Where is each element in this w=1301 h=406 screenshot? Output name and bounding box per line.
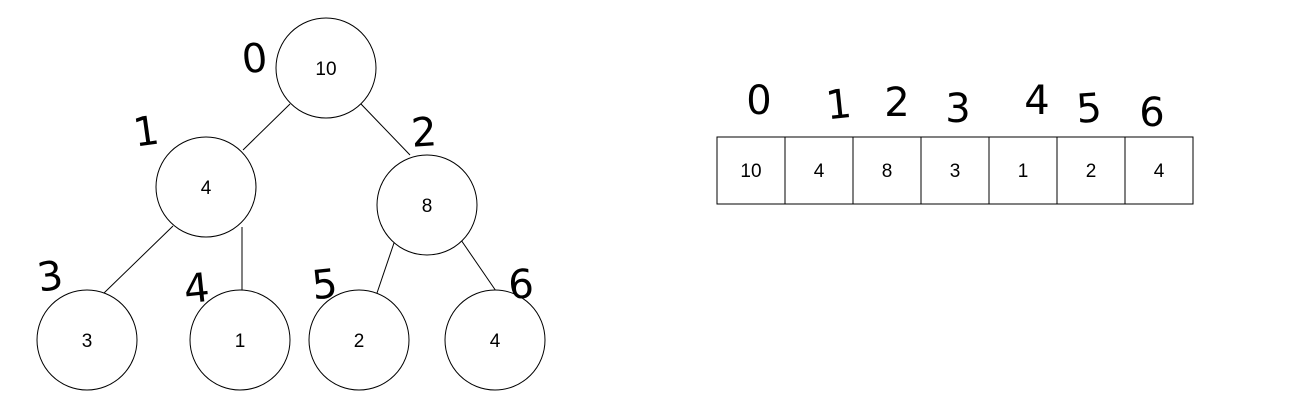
tree-index-labels: 0 1 2 3 4 5 6 — [34, 35, 535, 313]
tree-index-2: 2 — [410, 109, 439, 157]
array-cell-box — [988, 136, 1058, 205]
array-cell-1: 4 — [784, 136, 854, 205]
edge-0-1 — [242, 103, 291, 151]
tree-node-6: 4 — [444, 289, 546, 391]
node-value: 1 — [235, 331, 246, 352]
array-index-4: 4 — [1024, 78, 1049, 124]
node-circle — [189, 289, 291, 391]
edge-0-2 — [360, 103, 411, 156]
array-cell-2: 8 — [852, 136, 922, 205]
array-cell-value: 10 — [740, 161, 761, 182]
array-cell-box — [1056, 136, 1126, 205]
array-cell-box — [852, 136, 922, 205]
tree-node-1: 4 — [155, 136, 257, 238]
array-cell-value: 4 — [1154, 161, 1165, 182]
array-index-6: 6 — [1139, 90, 1164, 136]
tree-index-4: 4 — [182, 265, 212, 313]
array-index-0: 0 — [746, 78, 771, 124]
tree-index-1: 1 — [130, 108, 162, 157]
array-cell-value: 1 — [1018, 161, 1029, 182]
tree-node-3: 3 — [36, 289, 138, 391]
tree-node-5: 2 — [308, 289, 410, 391]
array-cell-box — [920, 136, 990, 205]
tree-node-4: 1 — [189, 289, 291, 391]
tree-node-2: 8 — [376, 154, 478, 256]
array-cell-box — [716, 136, 786, 205]
node-value: 4 — [201, 178, 212, 199]
array-cell-4: 1 — [988, 136, 1058, 205]
tree-index-6: 6 — [507, 261, 536, 309]
node-value: 8 — [422, 196, 433, 217]
node-circle — [155, 136, 257, 238]
array-cell-6: 4 — [1124, 136, 1194, 205]
array-cell-box — [1124, 136, 1194, 205]
array-cell-0: 10 — [716, 136, 786, 205]
array-index-labels: 0 1 2 3 4 5 6 — [746, 78, 1164, 136]
node-value: 10 — [315, 59, 336, 80]
array-index-5: 5 — [1075, 85, 1104, 133]
edge-1-3 — [103, 225, 174, 294]
tree-edges — [103, 103, 497, 294]
node-value: 2 — [354, 331, 365, 352]
array-cell-value: 3 — [950, 161, 961, 182]
node-circle — [444, 289, 546, 391]
tree-index-0: 0 — [240, 35, 270, 83]
edge-2-5 — [376, 239, 396, 294]
edge-2-6 — [460, 239, 497, 292]
array-index-1: 1 — [824, 81, 854, 129]
node-value: 4 — [490, 331, 501, 352]
array: 10 4 8 3 1 2 4 — [716, 136, 1194, 205]
tree-node-0: 10 — [275, 17, 377, 119]
array-cell-3: 3 — [920, 136, 990, 205]
tree-index-5: 5 — [310, 261, 340, 309]
array-cell-value: 4 — [814, 161, 825, 182]
array-cell-5: 2 — [1056, 136, 1126, 205]
node-circle — [376, 154, 478, 256]
array-cell-value: 2 — [1086, 161, 1097, 182]
node-circle — [275, 17, 377, 119]
tree-index-3: 3 — [34, 253, 66, 302]
array-index-3: 3 — [945, 86, 970, 132]
node-value: 3 — [82, 331, 93, 352]
array-cell-box — [784, 136, 854, 205]
node-circle — [308, 289, 410, 391]
node-circle — [36, 289, 138, 391]
array-cell-value: 8 — [882, 161, 893, 182]
array-index-2: 2 — [884, 80, 909, 126]
